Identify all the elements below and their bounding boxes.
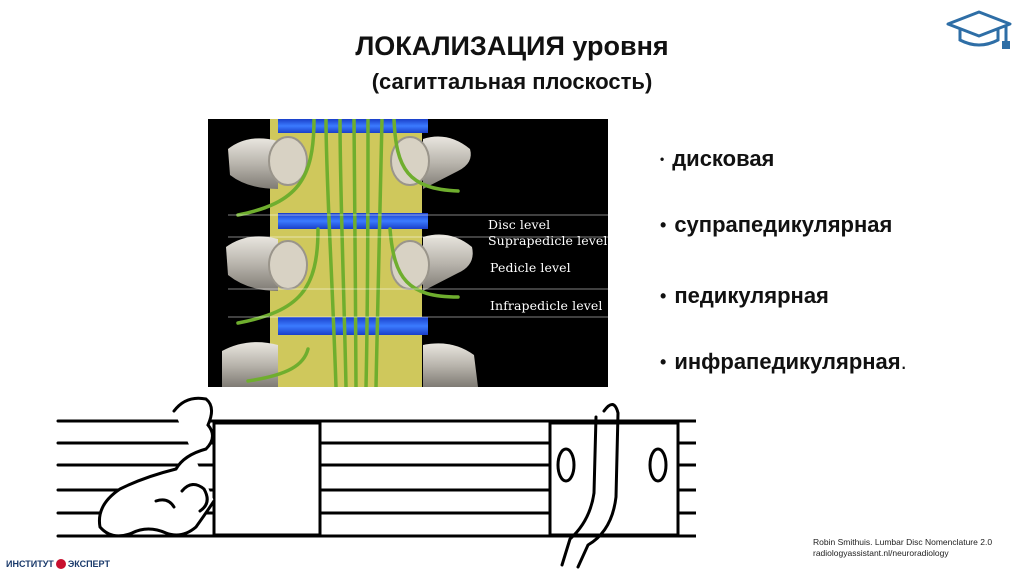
spine-illustration bbox=[222, 119, 608, 387]
spine-line-drawing bbox=[56, 396, 696, 569]
brand-mark-icon bbox=[55, 559, 66, 569]
brand-logo: ИНСТИТУТ ЭКСПЕРТ bbox=[6, 559, 110, 569]
page-subtitle: (сагиттальная плоскость) bbox=[371, 69, 653, 94]
bullet-dot: • bbox=[660, 352, 667, 372]
bullet-item-infrapedicle: •инфрапедикулярная. bbox=[660, 349, 907, 374]
brand-text-left: ИНСТИТУТ bbox=[6, 559, 54, 569]
bullet-item-pedicle: •педикулярная bbox=[660, 283, 829, 308]
citation-line-2: radiologyassistant.nl/neuroradiology bbox=[813, 547, 949, 558]
bullet-dot: • bbox=[660, 286, 667, 306]
page-title: ЛОКАЛИЗАЦИЯ уровня bbox=[355, 31, 669, 61]
pedicle-level-label: Pedicle level bbox=[490, 260, 571, 275]
graduation-cap-icon bbox=[946, 10, 1012, 49]
bullet-dot: • bbox=[660, 215, 667, 235]
infrapedicle-level-label: Infrapedicle level bbox=[490, 298, 603, 313]
bullet-item-suprapedicle: •супрапедикулярная bbox=[660, 212, 893, 237]
bullet-dot: • bbox=[660, 152, 665, 166]
citation: Robin Smithuis. Lumbar Disc Nomenclature… bbox=[813, 537, 992, 558]
disc-level-label: Disc level bbox=[488, 217, 551, 232]
spine-levels-image: Disc level Suprapedicle level Pedicle le… bbox=[208, 119, 608, 387]
suprapedicle-level-label: Suprapedicle level bbox=[488, 233, 608, 248]
citation-line-1: Robin Smithuis. Lumbar Disc Nomenclature… bbox=[813, 537, 993, 547]
bullet-item-disc: •дисковая bbox=[660, 146, 775, 171]
brand-text-right: ЭКСПЕРТ bbox=[67, 559, 110, 569]
